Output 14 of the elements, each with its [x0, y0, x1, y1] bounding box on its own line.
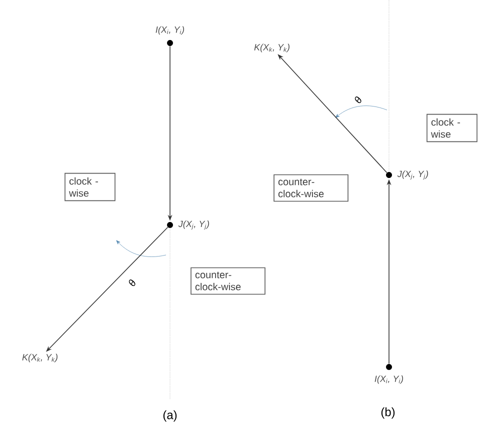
- direction-box: counter- clock-wise: [190, 267, 266, 295]
- point-label: I(X$_{i}$, Y$_{i}$): [156, 26, 184, 35]
- point-label: K(X$_{k}$, Y$_{k}$): [22, 354, 58, 362]
- point-label: J(X$_{j}$, Y$_{j}$): [178, 220, 210, 230]
- angle-label: θ: [354, 96, 362, 104]
- direction-box: counter- clock-wise: [274, 174, 348, 202]
- point-label: J(X$_{j}$, Y$_{j}$): [397, 170, 428, 180]
- panel-caption: (a): [163, 410, 177, 422]
- direction-box: clock -wise: [426, 114, 478, 142]
- angle-label: θ: [128, 280, 136, 286]
- point-label: I(X$_{i}$, Y$_{i}$): [374, 375, 404, 384]
- direction-box: clock -wise: [64, 172, 116, 202]
- point-label: K(X$_{k}$, Y$_{k}$): [254, 44, 290, 52]
- panel-caption: (b): [381, 407, 395, 419]
